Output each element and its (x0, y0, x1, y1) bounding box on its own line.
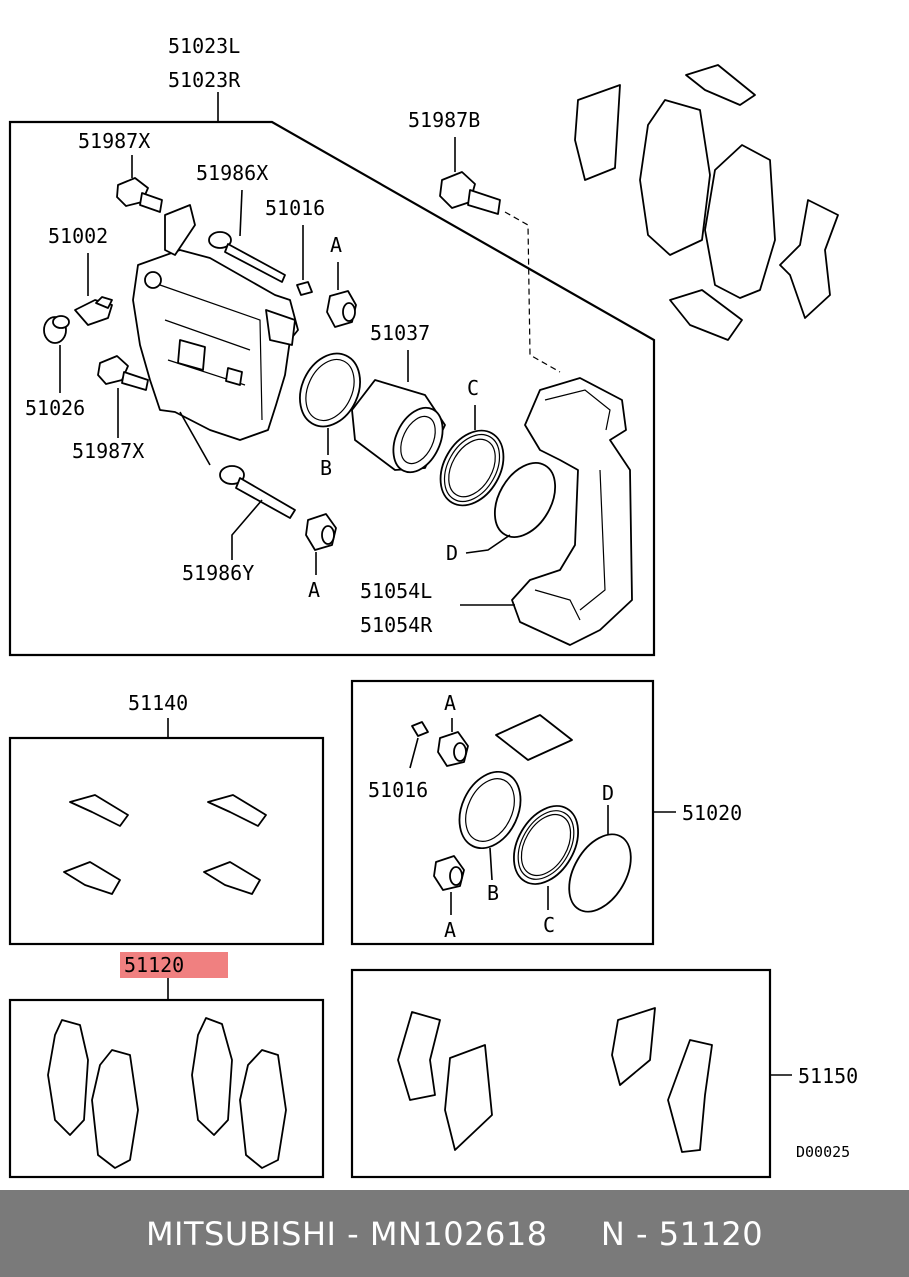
part-highlight-51120 (120, 952, 228, 978)
piston-51037 (351, 379, 446, 474)
label-51023R: 51023R (168, 68, 241, 92)
label-51150: 51150 (798, 1064, 858, 1088)
guide-pin-51986Y (219, 465, 296, 519)
shim-parts (397, 1007, 713, 1153)
label-51987X-bottom: 51987X (72, 439, 144, 463)
label-51026: 51026 (25, 396, 85, 420)
label-51054L: 51054L (360, 579, 432, 603)
kit-callout-A-bottom: A (444, 918, 456, 942)
label-51037: 51037 (370, 321, 430, 345)
kit-callout-D: D (602, 781, 614, 805)
cap-51026 (43, 315, 70, 344)
label-51020: 51020 (682, 801, 742, 825)
kit-callout-C: C (543, 913, 555, 937)
label-51016-kit: 51016 (368, 778, 428, 802)
pin-boot-A-bottom (305, 513, 337, 551)
kit-bleeder-cap (411, 721, 429, 737)
part-footer-bar: MITSUBISHI - MN102618 N - 51120 (0, 1190, 909, 1277)
caliper-bracket-51054 (511, 377, 633, 646)
dust-boot-C (439, 429, 505, 507)
kit-callout-B: B (487, 881, 499, 905)
caliper-body (132, 204, 299, 441)
kit-dust-boot-C (513, 805, 579, 885)
exploded-pads-group (574, 64, 839, 341)
kit-piston-seal-B (458, 770, 522, 850)
shim-box-51150 (350, 968, 772, 1179)
brake-pad-box-51120 (8, 998, 325, 1179)
guide-pin-51986X (208, 231, 286, 283)
bolt-51987B (439, 171, 501, 215)
ring-D (493, 462, 557, 538)
label-51002: 51002 (48, 224, 108, 248)
label-51023L: 51023L (168, 34, 240, 58)
footer-spacer (548, 1215, 601, 1253)
parts-diagram: 51023L 51023R 51987X 51986X 51016 51002 (8, 34, 858, 1179)
clip-kit-box-51140 (8, 736, 325, 946)
kit-ring-D (568, 833, 632, 913)
bleeder-cap-51016-top (296, 281, 313, 296)
footer-reference-number: N - 51120 (600, 1214, 764, 1253)
label-51987X-top: 51987X (78, 129, 150, 153)
diagram-code: D00025 (796, 1143, 850, 1161)
label-51140: 51140 (128, 691, 188, 715)
caliper-assembly-box (8, 120, 656, 657)
kit-pin-boot-A-bottom (433, 855, 465, 891)
label-51120[interactable]: 51120 (124, 953, 184, 977)
callout-D: D (446, 541, 458, 565)
label-51054R: 51054R (360, 613, 433, 637)
bleeder-screw-51002 (74, 296, 113, 326)
label-51986X: 51986X (196, 161, 268, 185)
bolt-51987X-bottom (97, 355, 149, 391)
pin-boot-A-top (326, 290, 357, 328)
callout-A-top: A (330, 233, 342, 257)
clip-kit-parts (63, 794, 267, 895)
kit-grease-packet (495, 714, 573, 761)
kit-pin-boot-A-top (437, 731, 469, 767)
label-51987B: 51987B (408, 108, 480, 132)
brake-pad-set (47, 1017, 287, 1169)
label-51016-top: 51016 (265, 196, 325, 220)
label-51986Y: 51986Y (182, 561, 254, 585)
callout-B: B (320, 456, 332, 480)
piston-seal-B (299, 352, 361, 428)
callout-A-bottom: A (308, 578, 320, 602)
bolt-51987X-top (116, 177, 163, 213)
kit-callout-A-top: A (444, 691, 456, 715)
callout-C: C (467, 376, 479, 400)
footer-brand-part-number: MITSUBISHI - MN102618 (145, 1214, 548, 1253)
